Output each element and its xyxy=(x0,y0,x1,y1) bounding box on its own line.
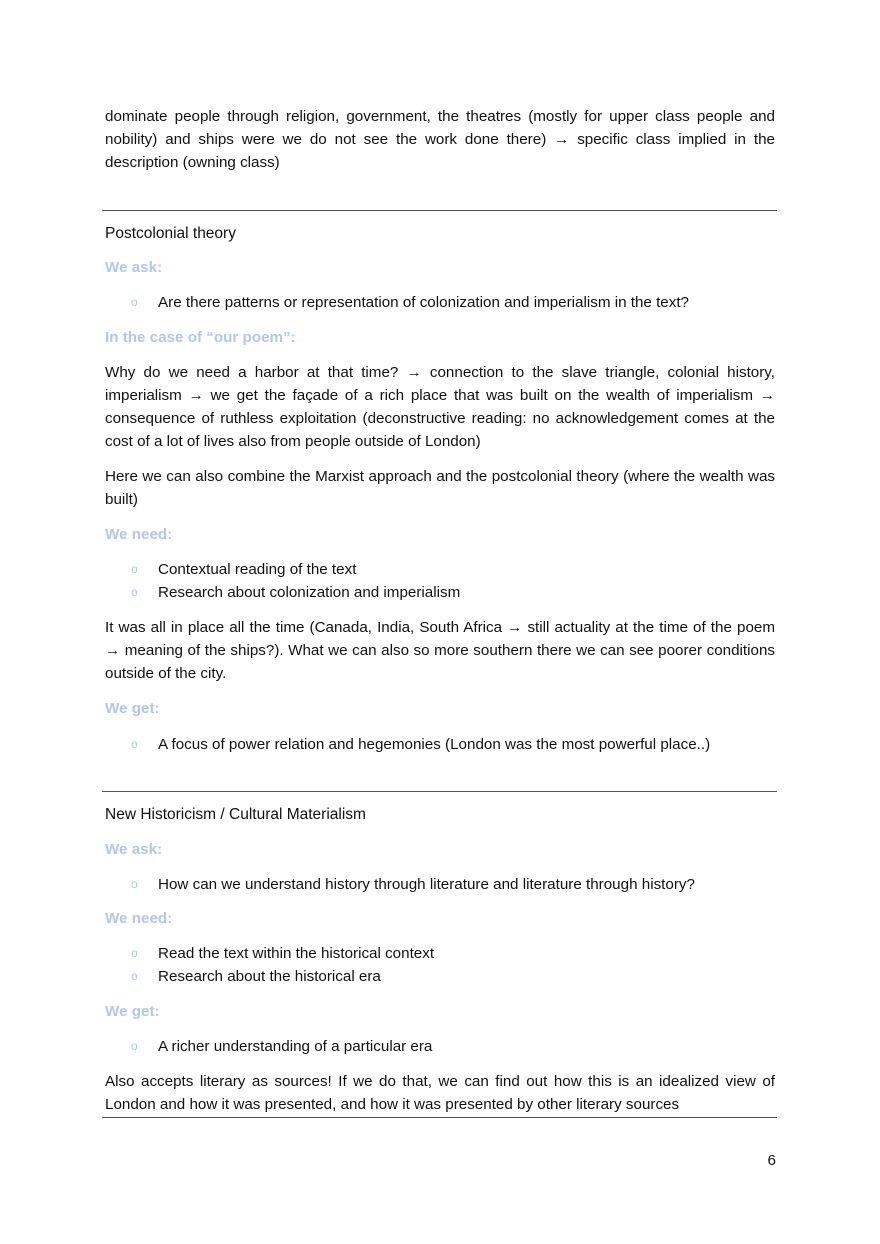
bullet-icon: o xyxy=(131,295,138,309)
section-divider xyxy=(102,1117,777,1118)
paragraph: Here we can also combine the Marxist app… xyxy=(105,468,775,508)
paragraph: Also accepts literary as sources! If we … xyxy=(105,1073,775,1113)
list-item-text: A focus of power relation and hegemonies… xyxy=(158,736,711,753)
page-number: 6 xyxy=(767,1152,776,1169)
section-heading: Postcolonial theory xyxy=(105,225,236,242)
subheading-we-need: We need: xyxy=(105,526,173,543)
subheading-we-get: We get: xyxy=(105,1003,160,1020)
bullet-icon: o xyxy=(131,1039,138,1053)
list-item-text: Are there patterns or representation of … xyxy=(158,294,690,311)
bullet-icon: o xyxy=(131,585,138,599)
subheading-we-ask: We ask: xyxy=(105,259,163,276)
subheading-we-ask: We ask: xyxy=(105,841,163,858)
section-divider xyxy=(102,210,777,211)
section-divider xyxy=(102,791,777,792)
intro-paragraph: dominate people through religion, govern… xyxy=(105,108,775,171)
paragraph: It was all in place all the time (Canada… xyxy=(105,619,775,682)
bullet-icon: o xyxy=(131,562,138,576)
section-heading: New Historicism / Cultural Materialism xyxy=(105,806,366,823)
list-item-text: Read the text within the historical cont… xyxy=(158,945,435,962)
bullet-icon: o xyxy=(131,877,138,891)
list-item-text: A richer understanding of a particular e… xyxy=(158,1038,433,1055)
list-item-text: How can we understand history through li… xyxy=(158,876,695,893)
bullet-icon: o xyxy=(131,737,138,751)
list-item-text: Contextual reading of the text xyxy=(158,561,357,578)
bullet-icon: o xyxy=(131,946,138,960)
subheading-case: In the case of “our poem”: xyxy=(105,329,296,346)
list-item-text: Research about the historical era xyxy=(158,968,381,985)
subheading-we-get: We get: xyxy=(105,700,160,717)
bullet-icon: o xyxy=(131,969,138,983)
subheading-we-need: We need: xyxy=(105,910,173,927)
list-item-text: Research about colonization and imperial… xyxy=(158,584,461,601)
paragraph: Why do we need a harbor at that time? → … xyxy=(105,364,775,450)
